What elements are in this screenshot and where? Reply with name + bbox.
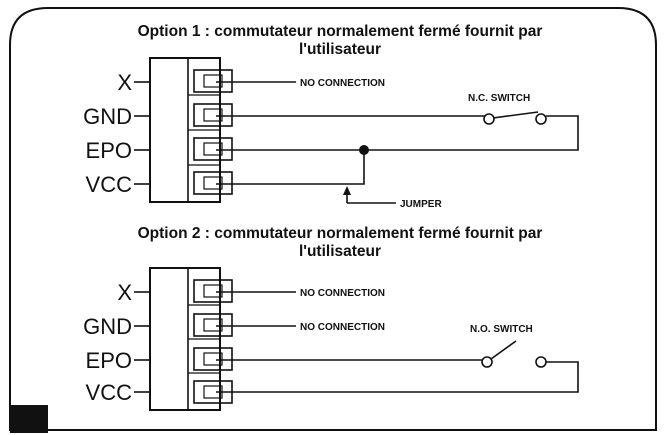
option1-jumper-label: JUMPER <box>400 199 442 210</box>
option1-no-connection-label: NO CONNECTION <box>300 78 385 89</box>
option2-no-connection-label-1: NO CONNECTION <box>300 288 385 299</box>
option1-pin-gnd: GND <box>83 104 132 129</box>
option1-title-line1: Option 1 : commutateur normalement fermé… <box>138 23 543 40</box>
option2-title-line2: l'utilisateur <box>299 243 381 260</box>
option2-terminal-block <box>149 267 233 411</box>
option2-no-switch <box>481 340 547 368</box>
option1-pin-vcc: VCC <box>86 172 133 197</box>
option2-no-connection-label-2: NO CONNECTION <box>300 322 385 333</box>
option2-pin-epo: EPO <box>86 348 132 373</box>
option1-pin-epo: EPO <box>86 138 132 163</box>
option1-terminal-block <box>149 57 233 203</box>
option2-pin-gnd: GND <box>83 314 132 339</box>
option1-pin-x: X <box>117 70 132 95</box>
corner-marker <box>10 405 48 433</box>
option1-title-line2: l'utilisateur <box>299 41 381 58</box>
option2-pin-x: X <box>117 280 132 305</box>
option1-switch-label: N.C. SWITCH <box>468 93 530 104</box>
option2-pin-vcc: VCC <box>86 380 133 405</box>
option2-switch-label: N.O. SWITCH <box>470 324 533 335</box>
option1-nc-switch <box>483 111 547 125</box>
option2-title-line1: Option 2 : commutateur normalement fermé… <box>138 225 543 242</box>
outer-frame <box>9 7 657 431</box>
